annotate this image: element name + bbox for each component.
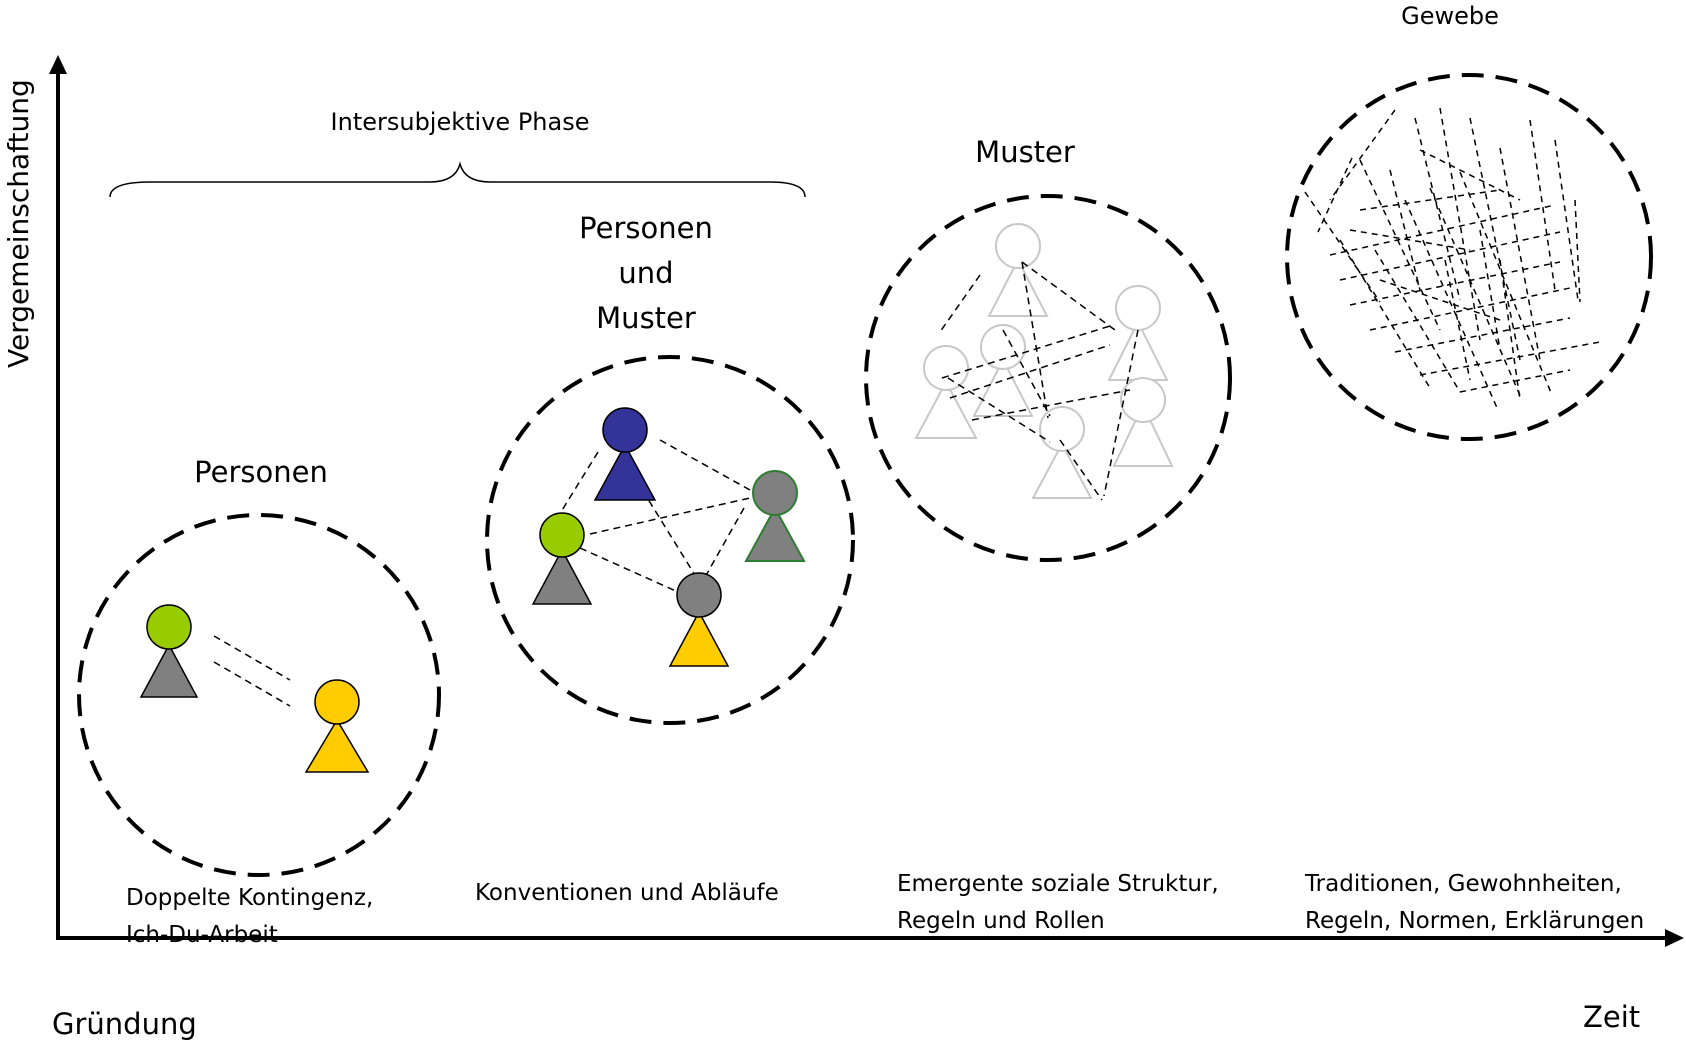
stage4-title: Gewebe — [1401, 2, 1499, 30]
stage4-description-line-2: Regeln, Normen, Erklärungen — [1305, 908, 1645, 934]
person-icon-green-outline — [744, 470, 806, 562]
x-axis-arrowhead — [1665, 929, 1684, 947]
stage1-description-line-1: Doppelte Kontingenz, — [126, 885, 374, 911]
stage-circle-gewebe — [1285, 73, 1653, 441]
person-icon-gray-yellow — [668, 572, 730, 667]
stage2-connections — [555, 439, 751, 593]
stage3-description: Emergente soziale Struktur, Regeln und R… — [897, 866, 1219, 940]
person-icon-green-gray — [139, 604, 199, 698]
stage2-title-line-3: Muster — [596, 301, 696, 335]
stage1-description-line-2: Ich-Du-Arbeit — [126, 922, 278, 948]
y-axis-arrowhead — [49, 55, 67, 74]
x-axis-label: Zeit — [1583, 1000, 1641, 1034]
stage1-description: Doppelte Kontingenz, Ich-Du-Arbeit — [126, 880, 373, 954]
stage4-description: Traditionen, Gewohnheiten, Regeln, Norme… — [1305, 866, 1644, 940]
stage2-title-line-1: Personen — [579, 211, 713, 245]
origin-label: Gründung — [52, 1007, 197, 1041]
stage1-title: Personen — [194, 455, 328, 489]
stage4-fabric-lines — [1304, 107, 1601, 411]
stage2-description: Konventionen und Abläufe — [475, 880, 779, 906]
stage3-title: Muster — [975, 135, 1075, 169]
stage3-faded-persons — [914, 223, 1174, 499]
stage2-description-line-1: Konventionen und Abläufe — [475, 880, 779, 906]
stage-circle-personen — [77, 513, 441, 877]
stage4-description-line-1: Traditionen, Gewohnheiten, — [1305, 871, 1622, 897]
stage3-description-line-2: Regeln und Rollen — [897, 908, 1105, 934]
phase-brace — [109, 161, 806, 198]
y-axis-label: Vergemeinschaftung — [2, 79, 35, 368]
stage2-title: Personen und Muster — [579, 206, 713, 341]
phase-label: Intersubjektive Phase — [330, 108, 590, 136]
person-icon-yellow — [304, 679, 370, 773]
stage-circle-personen-und-muster — [485, 355, 855, 725]
person-icon-blue — [593, 407, 657, 501]
person-icon-green-gray-2 — [531, 512, 593, 605]
stage-circle-muster — [864, 194, 1232, 562]
stage1-connections — [213, 635, 291, 707]
stage3-description-line-1: Emergente soziale Struktur, — [897, 871, 1219, 897]
stage2-title-line-2: und — [618, 256, 674, 290]
stage3-pattern-lines — [939, 261, 1139, 501]
